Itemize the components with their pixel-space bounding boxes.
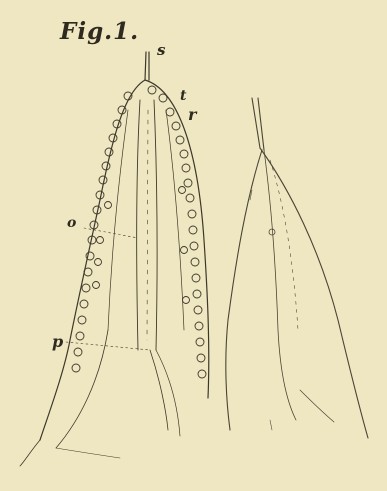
label-s: s: [157, 43, 165, 58]
label-r: r: [188, 107, 196, 123]
left-figure: [20, 52, 209, 466]
label-p: p: [52, 334, 63, 350]
right-figure: [226, 98, 368, 438]
figure-title: Fig.1.: [60, 20, 139, 43]
label-o: o: [67, 216, 76, 230]
label-t: t: [180, 89, 186, 103]
